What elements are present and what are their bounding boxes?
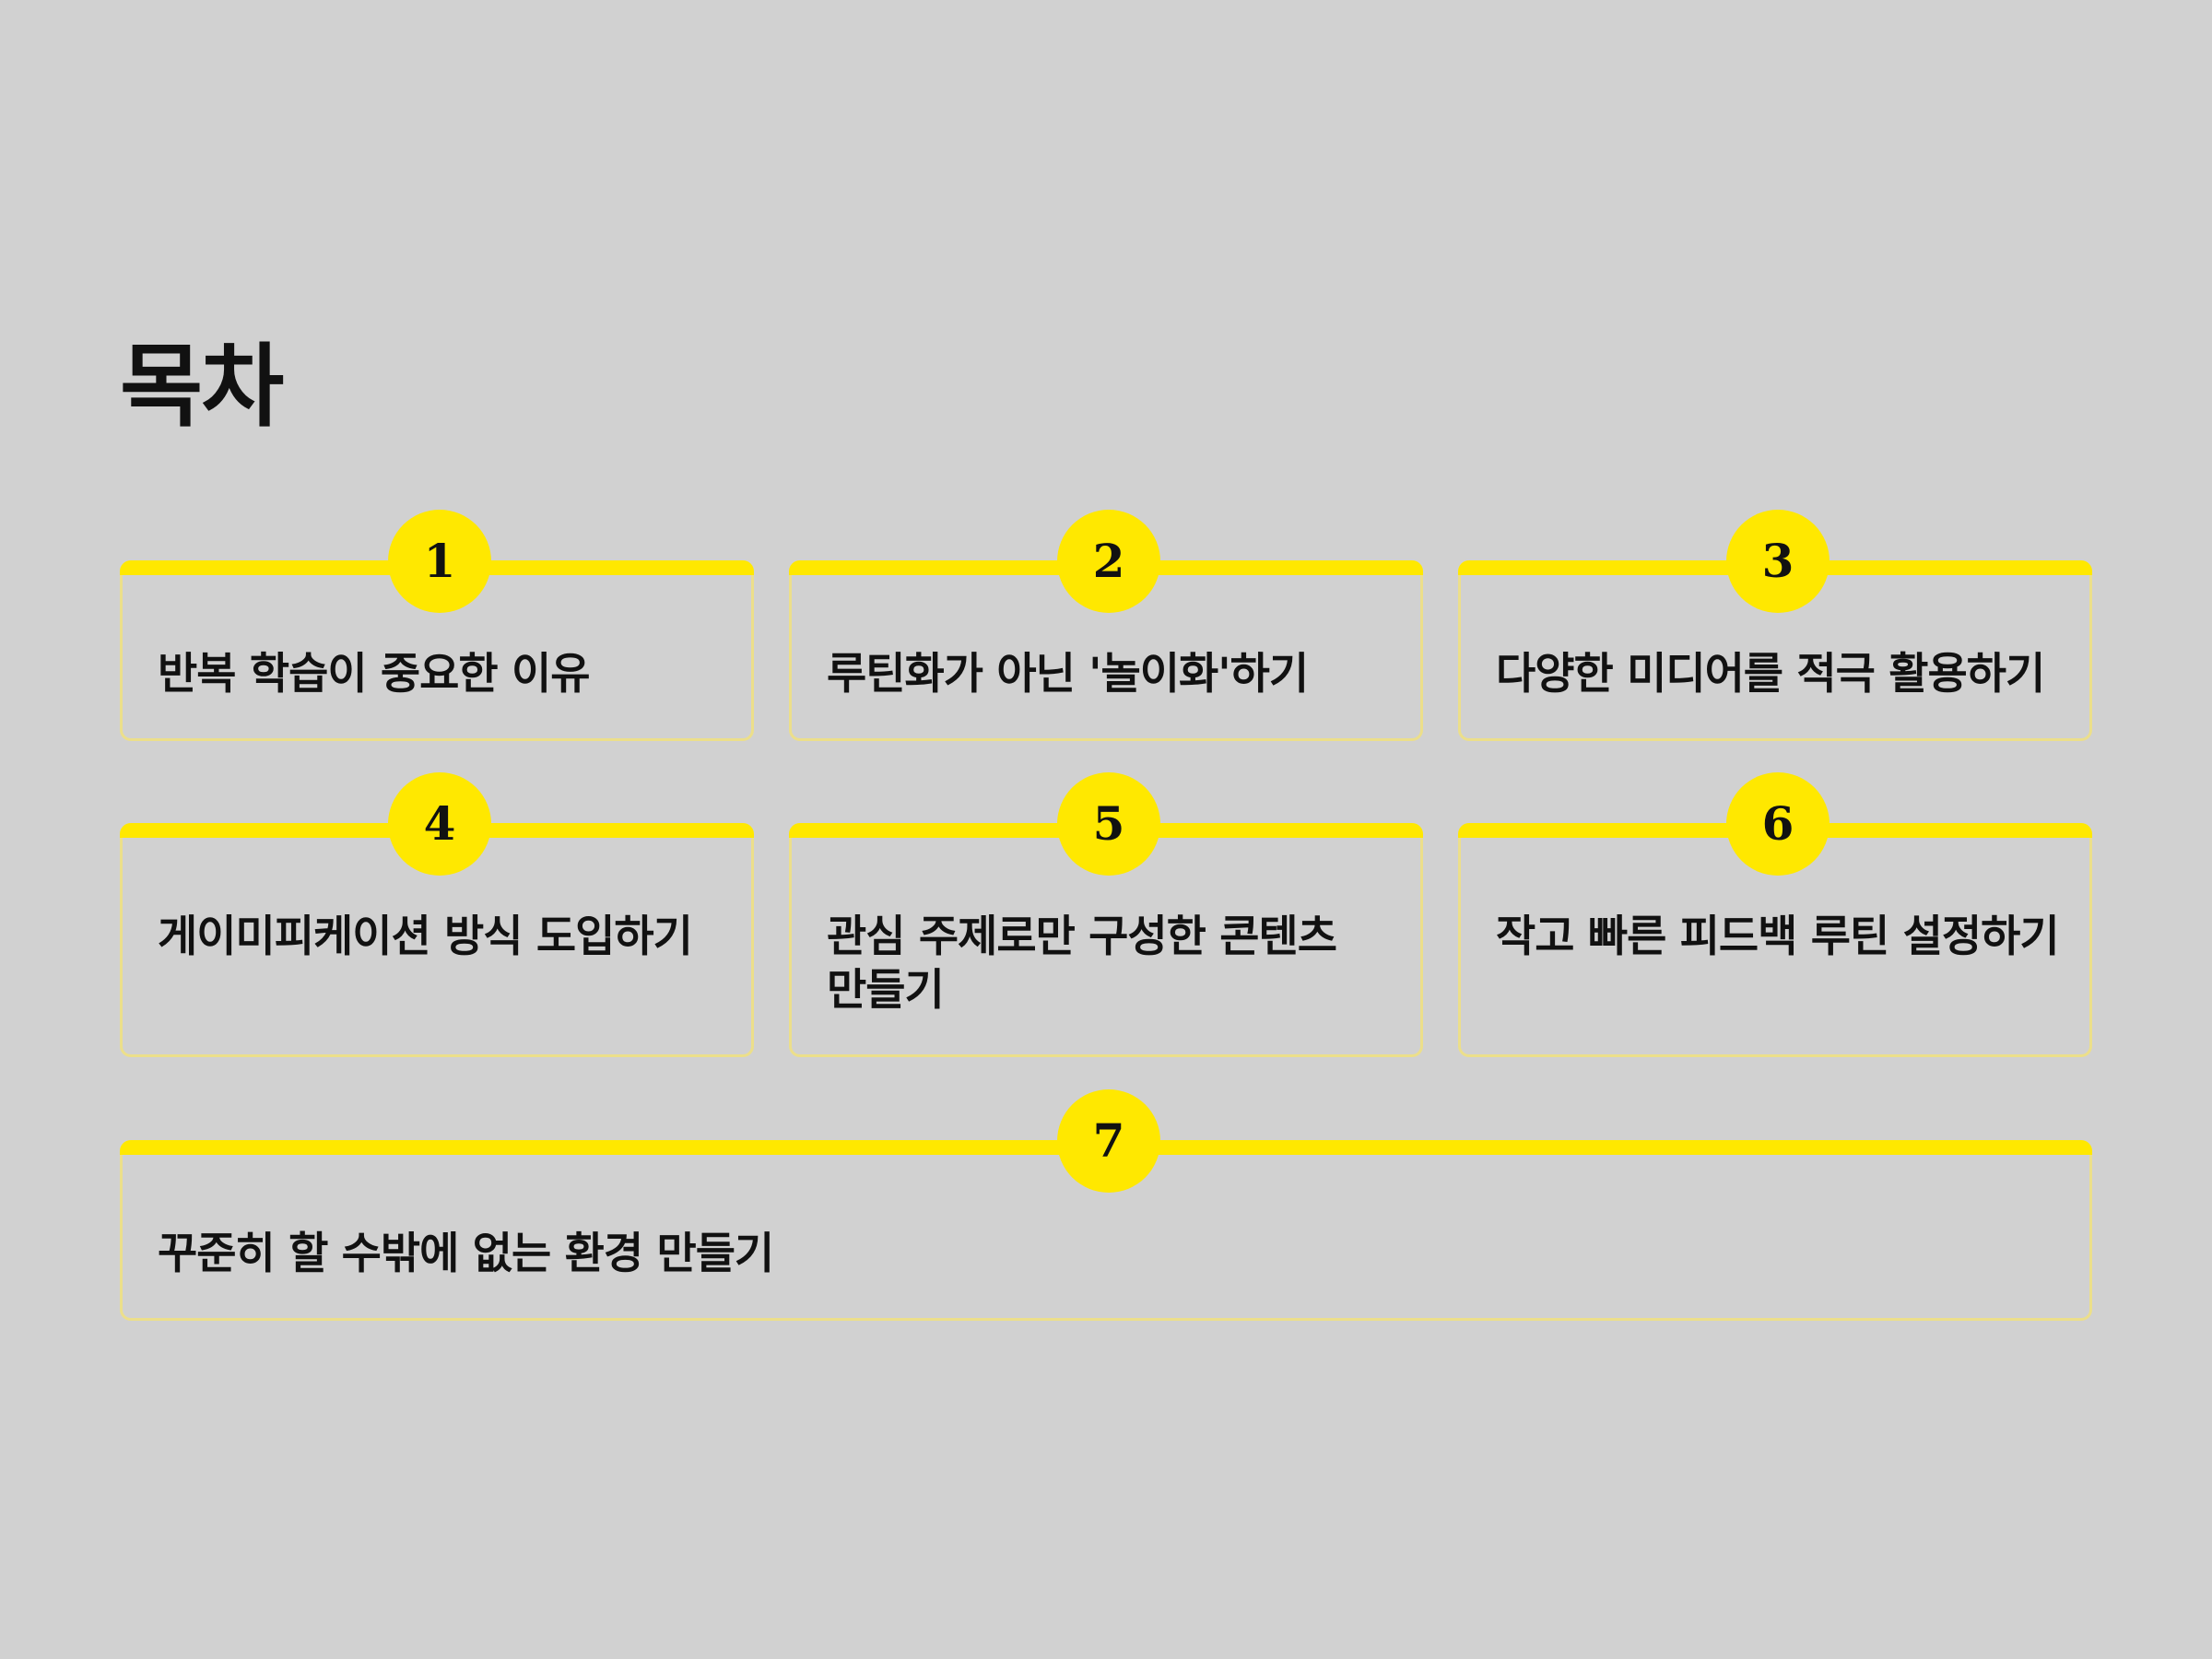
toc-card-3: 3 다양한 미디어를 적극 활용하기	[1458, 510, 2092, 741]
badge-number: 1	[423, 534, 456, 588]
toc-item-label: 관심 주제로만 구성한 콘텐츠 만들기	[827, 912, 1337, 1016]
page-title: 목차	[120, 335, 284, 440]
number-badge-2: 2	[1057, 510, 1160, 613]
toc-card-2: 2 루틴화가 아닌 '놀이화'하기	[789, 510, 1423, 741]
toc-card-5: 5 관심 주제로만 구성한 콘텐츠 만들기	[789, 772, 1423, 1057]
number-badge-1: 1	[388, 510, 491, 613]
badge-number: 3	[1761, 534, 1794, 588]
toc-card-7: 7 꾸준히 할 수밖에 없는 환경 만들기	[120, 1089, 2092, 1321]
toc-item-label: 반복 학습이 중요한 이유	[158, 649, 591, 700]
number-badge-7: 7	[1057, 1089, 1160, 1193]
number-badge-6: 6	[1726, 772, 1830, 876]
toc-item-label: 게이미피케이션 방식 도입하기	[158, 912, 693, 962]
toc-card-4: 4 게이미피케이션 방식 도입하기	[120, 772, 754, 1057]
number-badge-3: 3	[1726, 510, 1830, 613]
toc-item-label: 꾸준히 할 수밖에 없는 환경 만들기	[158, 1229, 774, 1279]
toc-item-label: 루틴화가 아닌 '놀이화'하기	[827, 649, 1309, 700]
toc-card-1: 1 반복 학습이 중요한 이유	[120, 510, 754, 741]
badge-number: 5	[1092, 796, 1125, 851]
toc-item-label: 다양한 미디어를 적극 활용하기	[1496, 649, 2045, 700]
toc-card-6: 6 작고 빠른 피드백 루틴 설정하기	[1458, 772, 2092, 1057]
badge-number: 2	[1092, 534, 1125, 588]
badge-number: 7	[1092, 1113, 1125, 1168]
badge-number: 4	[423, 796, 456, 851]
toc-item-label: 작고 빠른 피드백 루틴 설정하기	[1496, 912, 2060, 962]
badge-number: 6	[1761, 796, 1794, 851]
number-badge-4: 4	[388, 772, 491, 876]
number-badge-5: 5	[1057, 772, 1160, 876]
